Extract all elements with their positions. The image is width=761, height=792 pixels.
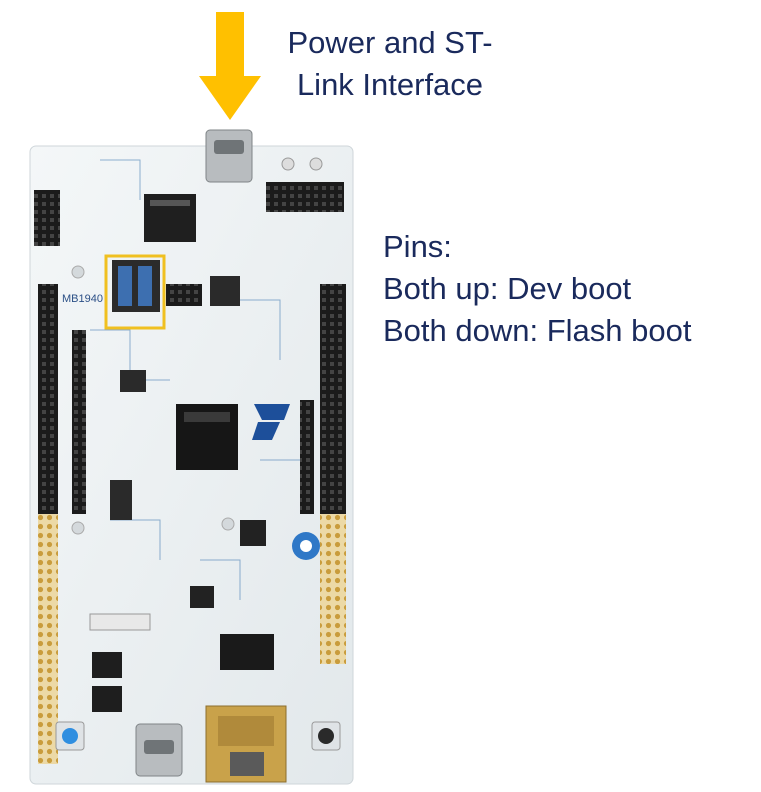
- down-arrow-icon: [199, 12, 261, 120]
- power-label-line-1: Power and ST-: [287, 25, 493, 60]
- nucleo-board: MB1940: [29, 129, 354, 785]
- pins-label-line-1: Pins:: [383, 229, 452, 264]
- jumper-highlight-box: [104, 254, 166, 330]
- pins-label-line-2: Both up: Dev boot: [383, 271, 632, 306]
- power-st-link-label: Power and ST- Link Interface: [270, 22, 510, 106]
- pins-label-line-3: Both down: Flash boot: [383, 313, 692, 348]
- user-button-icon: [55, 721, 85, 751]
- st-logo-icon: [252, 404, 290, 440]
- pins-label: Pins: Both up: Dev boot Both down: Flash…: [383, 226, 691, 352]
- board-model-silk: MB1940: [62, 293, 103, 305]
- reset-button-icon: [311, 721, 341, 751]
- power-label-line-2: Link Interface: [296, 67, 484, 102]
